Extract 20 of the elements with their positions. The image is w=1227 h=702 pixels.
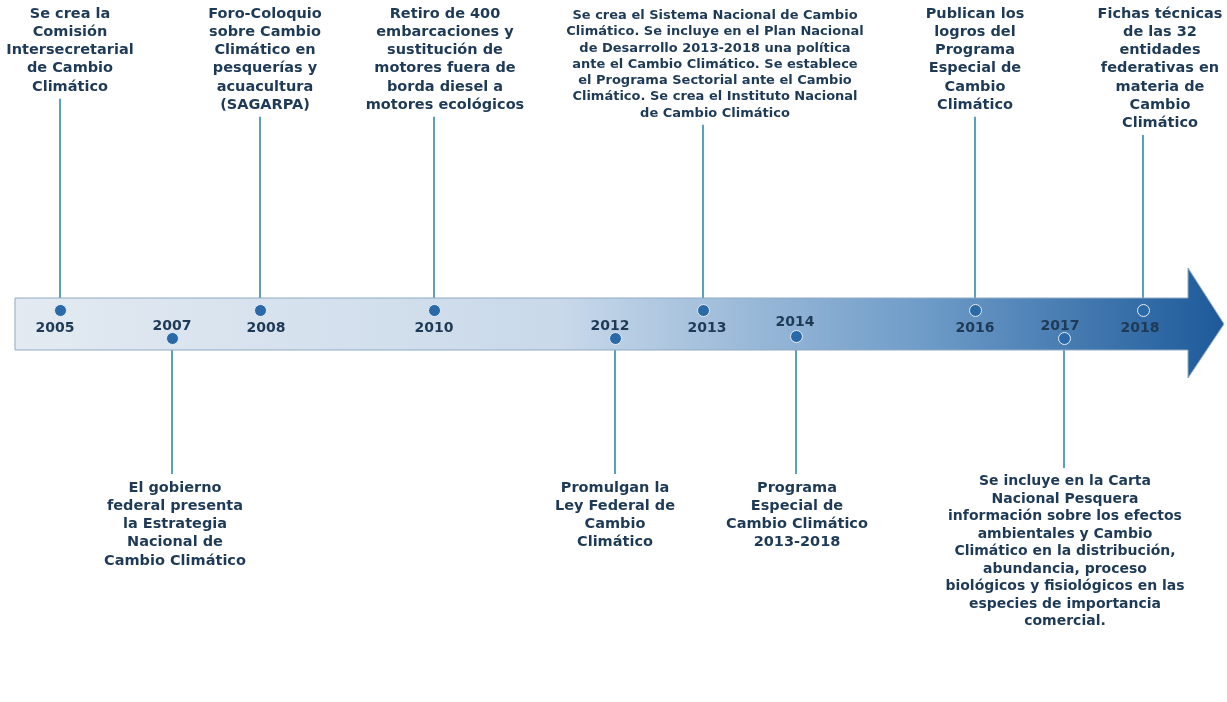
event-text: El gobierno federal presenta la Estrategia Nacional de Cambio Climático: [100, 478, 250, 569]
year-label: 2018: [1120, 319, 1160, 335]
event-text: Programa Especial de Cambio Climático 2013-2018: [722, 478, 872, 551]
event-text: Publican los logros del Programa Especial de Cambio Climático: [912, 4, 1038, 113]
year-label: 2005: [35, 319, 75, 335]
event-text: Foro-Coloquio sobre Cambio Climático en pesquerías y acuacultura (SAGARPA): [197, 4, 333, 113]
year-label: 2013: [687, 319, 727, 335]
year-label: 2016: [955, 319, 995, 335]
event-text: Fichas técnicas de las 32 entidades federativas en materia de Cambio Climático: [1090, 4, 1227, 131]
event-text: Se crea la Comisión Intersecretarial de Cambio Climático: [0, 4, 145, 95]
year-label: 2017: [1040, 317, 1080, 333]
year-label: 2012: [590, 317, 630, 333]
year-label: 2014: [775, 313, 815, 329]
year-label: 2008: [246, 319, 286, 335]
year-label: 2010: [414, 319, 454, 335]
event-text: Promulgan la Ley Federal de Cambio Climático: [547, 478, 683, 551]
event-text: Retiro de 400 embarcaciones y sustitución de motores fuera de borda diesel a motores ecológicos: [355, 4, 535, 113]
event-text: Se incluye en la Carta Nacional Pesquera información sobre los efectos ambientales y Cambio Climático en la distribución, abundancia, proceso biológicos y fisiológicos en las especies de importancia comercial.: [945, 472, 1185, 630]
event-text: Se crea el Sistema Nacional de Cambio Climático. Se incluye en el Plan Nacional de Desarrollo 2013-2018 una política ante el Cambio Climático. Se establece el Programa Sectorial ante el Cambio Climático. Se crea el Instituto Nacional de Cambio Climático: [565, 7, 865, 121]
year-label: 2007: [152, 317, 192, 333]
